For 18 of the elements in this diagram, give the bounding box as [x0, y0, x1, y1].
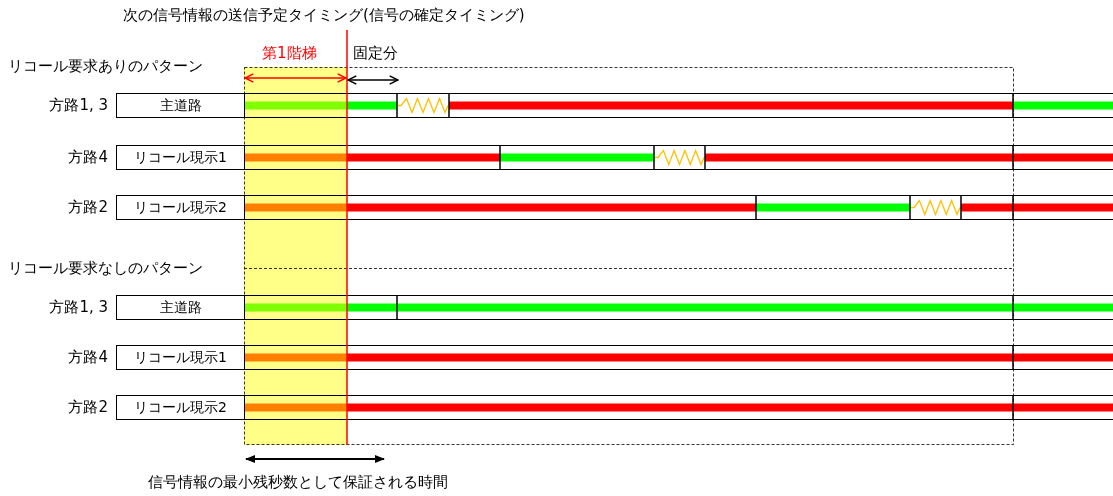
pattern-heading: リコール要求なしのパターン [8, 259, 203, 278]
phase-name-box: リコール現示2 [116, 195, 245, 220]
approach-label: 方路4 [68, 148, 108, 167]
phase-name-box: リコール現示2 [116, 395, 245, 420]
interval-label: 固定分 [353, 44, 398, 63]
approach-label: 方路1, 3 [49, 298, 108, 317]
annotation-text: 信号情報の最小残秒数として保証される時間 [148, 473, 448, 492]
phase-name-box: 主道路 [116, 93, 245, 118]
approach-label: 方路1, 3 [49, 96, 108, 115]
approach-label: 方路2 [68, 398, 108, 417]
pattern-heading: リコール要求ありのパターン [8, 57, 203, 76]
annotation-text: 次の信号情報の送信予定タイミング(信号の確定タイミング) [123, 6, 525, 25]
approach-label: 方路2 [68, 198, 108, 217]
phase-name-box: 主道路 [116, 295, 245, 320]
phase-name-box: リコール現示1 [116, 145, 245, 170]
interval-label: 第1階梯 [262, 44, 317, 63]
phase-name-box: リコール現示1 [116, 345, 245, 370]
approach-label: 方路4 [68, 348, 108, 367]
